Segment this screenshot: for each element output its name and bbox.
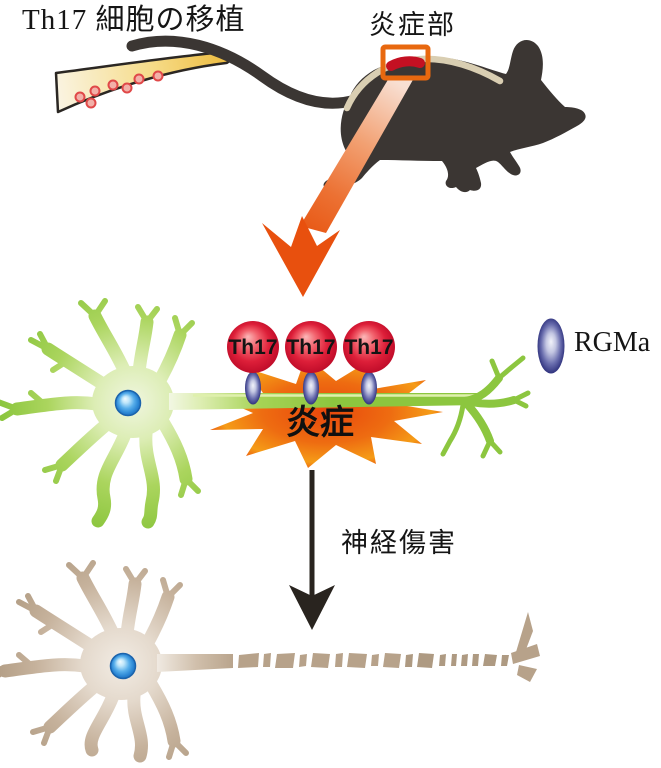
- inflammation-site-label: 炎症部: [369, 10, 456, 40]
- th17-cell-label-1: Th17: [228, 336, 278, 359]
- injection-beam: [300, 78, 414, 233]
- injury-arrow: [289, 470, 335, 630]
- th17-cells-in-syringe: [74, 70, 164, 109]
- healthy-neuron: [0, 298, 531, 529]
- injury-arrowhead: [289, 585, 335, 630]
- damaged-axon-fragments: [238, 612, 540, 682]
- rgma-molecule-1: [245, 371, 261, 405]
- inflammation-starburst: [210, 356, 443, 468]
- dendrites: [0, 571, 181, 763]
- figure-title: Th17 細胞の移植: [22, 4, 246, 36]
- dendrite-tips: [0, 560, 189, 760]
- nucleus: [114, 389, 142, 417]
- axon-terminal: [440, 355, 531, 459]
- rgma-legend-label: RGMa: [574, 327, 651, 358]
- th17-cell-group: [227, 321, 395, 405]
- dendrite-tips: [0, 298, 201, 498]
- inflammation-site-box: [380, 44, 431, 81]
- nerve-injury-label: 神経傷害: [341, 528, 457, 558]
- th17-cell-label-2: Th17: [286, 336, 336, 359]
- syringe: [54, 50, 231, 114]
- rgma-legend-swatch: [537, 318, 565, 374]
- th17-cell-1: [227, 321, 279, 373]
- broken-axon-terminal: [511, 612, 540, 682]
- rgma-molecule-2: [303, 371, 319, 405]
- nucleus: [109, 652, 137, 680]
- mouse-tail: [126, 35, 361, 109]
- rgma-molecule-3: [361, 371, 377, 405]
- th17-cell-3: [343, 321, 395, 373]
- inflammation-label: 炎症: [286, 404, 354, 442]
- th17-cell-label-3: Th17: [344, 336, 394, 359]
- dendrites: [10, 309, 193, 529]
- axon-stump: [157, 654, 233, 672]
- damaged-neuron: [0, 560, 233, 763]
- inflamed-segment: [386, 56, 425, 71]
- injection-arrowhead: [262, 216, 340, 297]
- th17-cell-2: [285, 321, 337, 373]
